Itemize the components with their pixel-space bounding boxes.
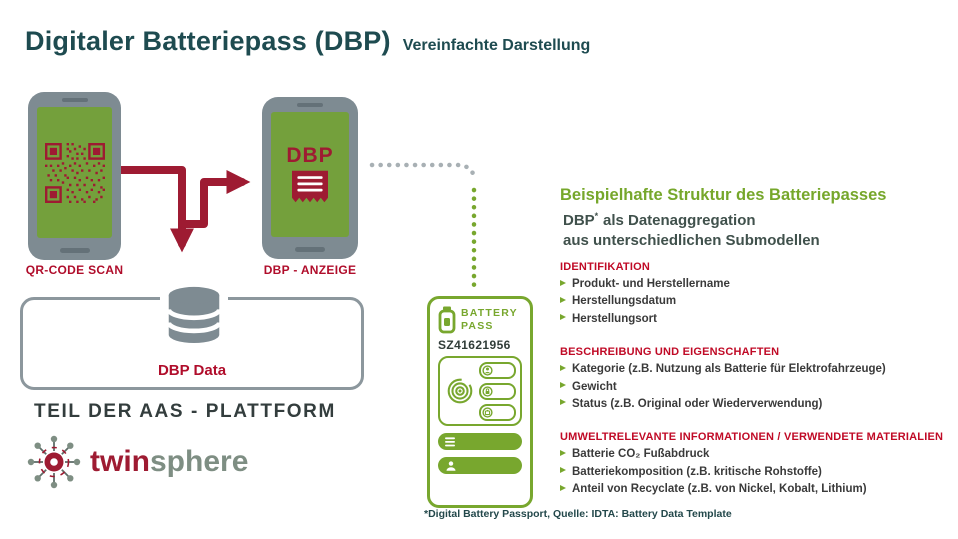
list-icon [445,436,455,446]
section-umweltinformationen: UMWELTRELEVANTE INFORMATIONEN / VERWENDE… [560,431,958,499]
panel-row-lock [479,382,516,400]
battery-pass-panel [438,356,522,426]
bullet-arrow-icon [560,449,566,456]
section-title: IDENTIFIKATION [560,261,650,273]
section-title: BESCHREIBUNG UND EIGENSCHAFTEN [560,346,780,359]
list-item: Kategorie (z.B. Nutzung als Batterie für… [560,362,958,376]
battery-cell-icon [482,406,493,418]
battery-icon [438,306,456,334]
dotted-connector-gray [369,162,477,183]
qr-code-icon [44,142,105,203]
structure-subline2: aus unterschiedlichen Submodellen [563,231,820,249]
list-item: Anteil von Recyclate (z.B. von Nickel, K… [560,482,958,496]
database-icon [160,278,228,352]
bullet-arrow-icon [560,399,566,406]
section-beschreibung: BESCHREIBUNG UND EIGENSCHAFTEN Kategorie… [560,346,958,414]
phone-speaker [297,103,323,107]
logo-twin: twin [90,445,150,478]
bullet-arrow-icon [560,296,566,303]
user-icon [446,460,456,471]
phone-speaker [61,98,88,102]
structure-sections: IDENTIFIKATION Produkt- und Herstellerna… [560,261,958,499]
panel-row-battery [479,403,516,421]
battery-pass-title: BATTERY PASS [461,307,518,332]
structure-subheading: DBP*als Datenaggregation aus unterschied… [563,211,820,251]
list-item: Batteriekomposition (z.B. kritische Rohs… [560,465,958,479]
smartphone-dbp-display: DBP [262,97,358,259]
list-item: Batterie CO₂ Fußabdruck [560,447,958,461]
page-title: Digitaler Batteriepass (DBP) [25,26,391,56]
dbp-display-label: DBP - ANZEIGE [263,263,357,277]
arrow-db-to-display [178,170,251,228]
qr-scan-label: QR-CODE SCAN [25,263,124,277]
phone2-screen: DBP [271,112,349,237]
lock-icon [482,385,493,397]
section-identifikation: IDENTIFIKATION Produkt- und Herstellerna… [560,261,958,329]
asterisk: * [594,211,599,221]
card-row-user [438,457,522,474]
bullet-arrow-icon [560,484,566,491]
receipt-icon [292,170,328,202]
battery-serial-number: SZ41621956 [438,338,511,352]
logo-wordmark: twinsphere [90,447,248,477]
section-title: UMWELTRELEVANTE INFORMATIONEN / VERWENDE… [560,431,944,444]
list-item: Produkt- und Herstellername [560,277,958,291]
header: Digitaler Batteriepass (DBP) Vereinfacht… [25,26,590,57]
smartphone-qr-scan [28,92,121,260]
platform-label: TEIL DER AAS - PLATTFORM [34,401,336,422]
arrow-scan-to-db [114,166,194,253]
battery-pass-header: BATTERY PASS [438,306,522,334]
dbp-data-label: DBP Data [157,362,227,379]
network-sphere-icon [27,435,81,489]
list-item: Herstellungsdatum [560,294,958,308]
battery-pass-card: BATTERY PASS SZ41621956 [427,296,533,508]
structure-subline1: DBP*als Datenaggregation [563,211,756,229]
page-subtitle: Vereinfachte Darstellung [402,37,591,54]
bullet-arrow-icon [560,279,566,286]
bullet-arrow-icon [560,364,566,371]
bullet-arrow-icon [560,467,566,474]
phone1-screen [37,107,112,238]
list-item: Gewicht [560,380,958,394]
person-icon [482,364,493,376]
card-row-list [438,433,522,450]
bullet-arrow-icon [560,314,566,321]
bullet-arrow-icon [560,382,566,388]
logo-sphere: sphere [150,445,249,478]
dbp-screen-text: DBP [286,143,334,167]
fingerprint-icon [447,378,473,404]
panel-row-person [479,361,516,379]
phone-home-bar [295,247,325,252]
panel-rows [479,361,516,421]
twinsphere-logo: twinsphere [26,434,248,490]
list-item: Herstellungsort [560,312,958,326]
list-item: Status (z.B. Original oder Wiederverwend… [560,397,958,411]
structure-heading: Beispielhafte Struktur des Batteriepasse… [560,186,887,204]
phone-home-bar [59,248,90,253]
footnote: *Digital Battery Passport, Quelle: IDTA:… [424,508,732,520]
